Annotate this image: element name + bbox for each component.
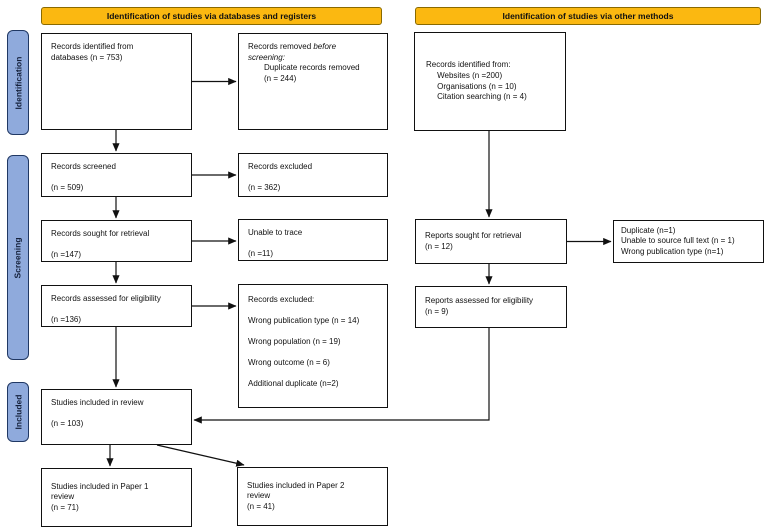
banner-databases-registers: Identification of studies via databases … xyxy=(41,7,382,25)
banner-other-methods: Identification of studies via other meth… xyxy=(415,7,761,25)
box-text: Studies included in Paper 1 review (n = … xyxy=(51,481,149,512)
box-text: Reports assessed for eligibility (n = 9) xyxy=(425,296,534,316)
box-paper1-review: Studies included in Paper 1 review (n = … xyxy=(41,468,192,527)
removed-text-detail: Duplicate records removed (n = 244) xyxy=(264,63,360,83)
box-text: Records removed before screening: Duplic… xyxy=(248,42,378,84)
box-text: Studies included in review (n = 103) xyxy=(51,398,144,429)
box-text: Records excluded: Wrong publication type… xyxy=(248,295,360,389)
box-unable-to-trace: Unable to trace (n =11) xyxy=(238,219,388,261)
box-records-excluded-screening: Records excluded (n = 362) xyxy=(238,153,388,197)
stage-label-identification-text: Identification xyxy=(13,56,24,109)
box-reports-excluded: Duplicate (n=1) Unable to source full te… xyxy=(613,220,764,263)
box-reports-sought-retrieval: Reports sought for retrieval (n = 12) xyxy=(415,219,567,264)
box-records-identified-databases: Records identified from databases (n = 7… xyxy=(41,33,192,130)
box-records-sought-retrieval: Records sought for retrieval (n =147) xyxy=(41,220,192,262)
box-records-excluded-eligibility: Records excluded: Wrong publication type… xyxy=(238,284,388,408)
box-text: Records identified from: Websites (n =20… xyxy=(426,60,527,102)
box-studies-included-review: Studies included in review (n = 103) xyxy=(41,389,192,445)
box-reports-assessed-eligibility: Reports assessed for eligibility (n = 9) xyxy=(415,286,567,328)
box-paper2-review: Studies included in Paper 2 review (n = … xyxy=(237,467,388,526)
box-records-removed-before-screening: Records removed before screening: Duplic… xyxy=(238,33,388,130)
conn-reports-assessed-to-included xyxy=(193,328,490,424)
box-records-screened: Records screened (n = 509) xyxy=(41,153,192,197)
box-text: Records excluded (n = 362) xyxy=(248,162,313,193)
box-text: Records assessed for eligibility (n =136… xyxy=(51,294,161,325)
box-text: Duplicate (n=1) Unable to source full te… xyxy=(621,225,735,256)
box-text: Records sought for retrieval (n =147) xyxy=(51,229,150,260)
box-text: Records screened (n = 509) xyxy=(51,162,116,193)
conn-included-to-paper2 xyxy=(156,444,245,467)
box-text: Records identified from databases (n = 7… xyxy=(51,42,134,62)
stage-label-included: Included xyxy=(7,382,29,442)
removed-text-normal: Records removed xyxy=(248,42,314,51)
stage-label-screening: Screening xyxy=(7,155,29,360)
box-records-identified-other: Records identified from: Websites (n =20… xyxy=(414,32,566,131)
removed-text-italic: before screening: xyxy=(248,42,337,62)
stage-label-included-text: Included xyxy=(13,394,24,430)
stage-label-identification: Identification xyxy=(7,30,29,135)
box-text: Reports sought for retrieval (n = 12) xyxy=(425,230,522,251)
box-records-assessed-eligibility: Records assessed for eligibility (n =136… xyxy=(41,285,192,327)
box-text: Unable to trace (n =11) xyxy=(248,228,303,259)
box-text: Studies included in Paper 2 review (n = … xyxy=(247,480,345,511)
stage-label-screening-text: Screening xyxy=(13,236,24,279)
